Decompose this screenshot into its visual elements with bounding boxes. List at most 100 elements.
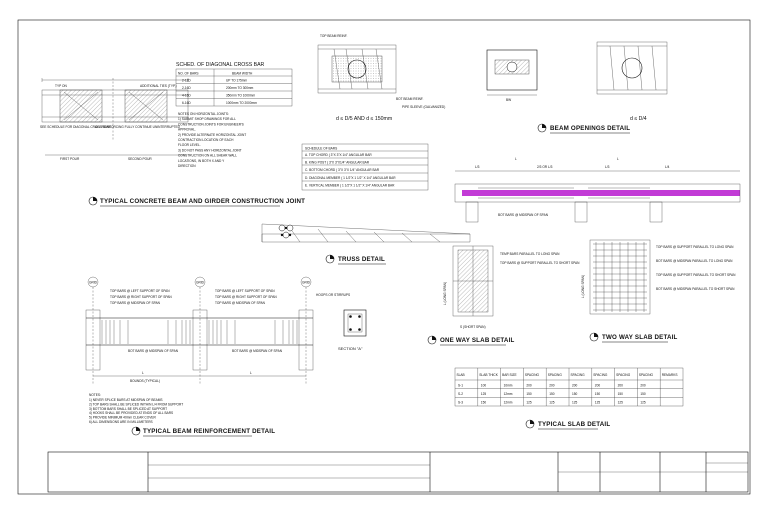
truss-title-text: TRUSS DETAIL [338,256,385,263]
long-span-label-2: L (LONG SPAN) [581,275,585,298]
beam-notes: NOTES: 1) NEVER SPLICE BARS AT MIDSPAN O… [89,393,183,424]
span-l3-label-2: L/3 [605,165,610,169]
cross-bar-cell-width: 350mm TO 1000mm [226,94,255,98]
additional-ties-label: ADDITIONAL TIES (TYP.) [140,84,177,88]
beam-openings-right: d ≤ D/4 [596,41,668,122]
bar-schedule-row: E. VERTICAL MEMBER ( 1 1/2"X 1 1/2" X 1/… [305,183,395,187]
slab-table-cell: 125 [640,401,646,405]
cross-bar-schedule: SCHED. OF DIAGONAL CROSS BAR NO. OF BARS… [175,62,293,107]
slab-table-cell: 125 [481,392,487,396]
grid-label-3: GRID [302,281,311,285]
beam-note-line: 2) TOP BARS SHALL BE SPLICED WITHIN L/4 … [89,402,183,406]
slab-table-header: SLAB THICK [479,373,498,377]
top-bars-parallel-short-label: TOP BARS @ SUPPORT PARALLEL TO SHORT SPA… [500,261,580,265]
joint-note-line: FLOOR LEVEL. [178,143,201,147]
top-bars-mid-label: TOP BARS @ MIDSPAN OF SPAN [110,301,161,305]
see-schedule-label: SEE SCHEDULE FOR DIAGONAL CROSS BARS [40,125,111,129]
pipe-sleeve-label: PIPE SLEEVE (GALVANIZED) [402,105,445,109]
truss-drawing: TRUSS DETAIL [261,223,471,265]
beam-openings-title: BEAM OPENINGS DETAIL [537,123,630,134]
joint-note-line: NOTES ON HORIZONTAL JOINTS: [178,112,229,116]
bot-bars-mid-label-2: BOT BARS @ MIDSPAN OF SPAN [232,349,283,353]
slab-table-cell: 150 [526,392,532,396]
bar-schedule-row: D. DIAGONAL MEMBER ( 1 1/2"X 1 1/2" X 1/… [305,176,396,180]
slab-table-cell: 150 [640,392,646,396]
slab-table-cell: 10mm [504,384,513,388]
one-way-slab-drawing: L (LONG SPAN) S (SHORT SPAN) TEMP BARS P… [427,245,580,346]
slab-table-header: SPACING [525,373,540,377]
bot-bars-parallel-long-label: BOT BARS @ MIDSPAN PARALLEL TO LONG SPAN [656,259,733,263]
beam-note-line: 3) BOTTOM BARS SHALL BE SPLICED AT SUPPO… [89,407,167,411]
cross-bar-cell-bars: 2-16D [182,86,191,90]
slab-table-cell: 100 [481,384,487,388]
one-way-title-text: ONE WAY SLAB DETAIL [440,337,515,344]
joint-note-line: 1) SUBMIT SHOP DRAWINGS FOR ALL [178,117,236,121]
beam-span-l-2: L [250,371,252,375]
beam-notes-header: NOTES: [89,393,101,397]
grid-label-2: GRID [196,281,205,285]
joint-note-line: 2) PROVIDE ALTERNATE HORIZONTAL JOINT [178,133,246,137]
top-bars-right-label-2: TOP BARS @ RIGHT SUPPORT OF SPAN [215,295,277,299]
top-bars-right-label: TOP BARS @ RIGHT SUPPORT OF SPAN [110,295,172,299]
slab-table-header: REMARKS [662,373,678,377]
typical-slab-title-text: TYPICAL SLAB DETAIL [538,421,610,428]
cross-bar-cell-bars: 2-12D [182,79,191,83]
second-pour-label: SECOND POUR [128,157,152,161]
slab-table-cell: 12mm [504,401,513,405]
span-l-label-1: L [515,157,517,161]
all-reinf-label: ALL REINFORCING FULLY CONTINUE UNINTERRU… [95,125,181,129]
slab-table-cell: 200 [549,384,555,388]
two-way-title-text: TWO WAY SLAB DETAIL [602,334,678,341]
grid-label-1: GRID [89,281,98,285]
beam-reinforcement-drawing: GRID GRID GRID TOP BARS @ LEFT SUPPORT O… [85,276,350,385]
slab-table-cell: 150 [549,392,555,396]
slab-strip-drawing: L L L/3 2/3 OR L/3 L/3 L/4 BOT BARS @ MI… [454,157,741,223]
bar-schedule-row: B. KING POST ( 3"X 3"X1/4" ANGULAR BAR [305,161,370,165]
slab-table-cell: 125 [595,401,601,405]
slab-table-cell: 150 [572,392,578,396]
beam-note-line: 5) PROVIDE MINIMUM 40mm CLEAR COVER [89,416,156,420]
slab-table-cell: 200 [572,384,578,388]
top-bars-left-label-2: TOP BARS @ LEFT SUPPORT OF SPAN [215,289,275,293]
bot-bars-parallel-short-label: BOT BARS @ MIDSPAN PARALLEL TO SHORT SPA… [656,287,735,291]
cross-bar-header-width: BEAM WIDTH [232,72,253,76]
long-span-label-1: L (LONG SPAN) [443,282,447,305]
title-block [47,451,749,493]
joint-note-line: DIRECTION [178,164,196,168]
beam-openings-left: TOP BEAM REINF. BOT BEAM REINF. PIPE SLE… [317,34,445,122]
slab-table-header: SPACING [639,373,654,377]
horizontal-joint-notes: NOTES ON HORIZONTAL JOINTS:1) SUBMIT SHO… [178,112,246,168]
opening-condition-2: d ≤ D/4 [630,116,647,122]
cross-bar-schedule-title: SCHED. OF DIAGONAL CROSS BAR [176,62,265,68]
joint-note-line: CONSTRUCTION ON ALL SHEAR WALL [178,154,237,158]
bot-bars-midspan-label: BOT BARS @ MIDSPAN OF SPAN [498,213,549,217]
top-bars-mid-label-2: TOP BARS @ MIDSPAN OF SPAN [215,301,266,305]
bot-bars-mid-label: BOT BARS @ MIDSPAN OF SPAN [128,349,179,353]
bar-schedule-row: C. BOTTOM CHORD ( 3"X 3"X 1/4" ANGULAR B… [305,168,380,172]
slab-table-cell: 200 [618,384,624,388]
slab-table-header: SPACING [548,373,563,377]
cross-bar-header-bars: NO. OF BARS [178,72,199,76]
slab-table-cell: 150 [618,392,624,396]
joint-note-line: APPROVAL. [178,128,196,132]
beam-reinf-title-text: TYPICAL BEAM REINFORCEMENT DETAIL [143,428,275,435]
slab-table-cell: 125 [572,401,578,405]
slab-table-cell: 200 [526,384,532,388]
hoops-label: HOOPS OR STIRRUPS [316,293,350,297]
slab-table-cell: S-3 [458,401,463,405]
slab-table-cell: 200 [595,384,601,388]
span-l4-label: L/4 [665,165,670,169]
two-way-slab-drawing: L (LONG SPAN) TOP BARS @ SUPPORT PARALLE… [581,239,736,343]
top-bars-left-label: TOP BARS @ LEFT SUPPORT OF SPAN [110,289,170,293]
bot-beam-reinf-label: BOT BEAM REINF. [396,97,424,101]
slab-table-cell: 125 [618,401,624,405]
slab-table-header: SPACING [616,373,631,377]
short-span-label-1: S (SHORT SPAN) [460,325,486,329]
typical-slab-title: TYPICAL SLAB DETAIL [525,419,610,430]
top-bars-parallel-long-label: TOP BARS @ SUPPORT PARALLEL TO LONG SPAN [656,245,734,249]
slab-table-cell: S-2 [458,392,463,396]
slab-table-cell: 150 [595,392,601,396]
cross-bar-cell-bars: 6-16D [182,101,191,105]
slab-table-cell: S-1 [458,384,463,388]
